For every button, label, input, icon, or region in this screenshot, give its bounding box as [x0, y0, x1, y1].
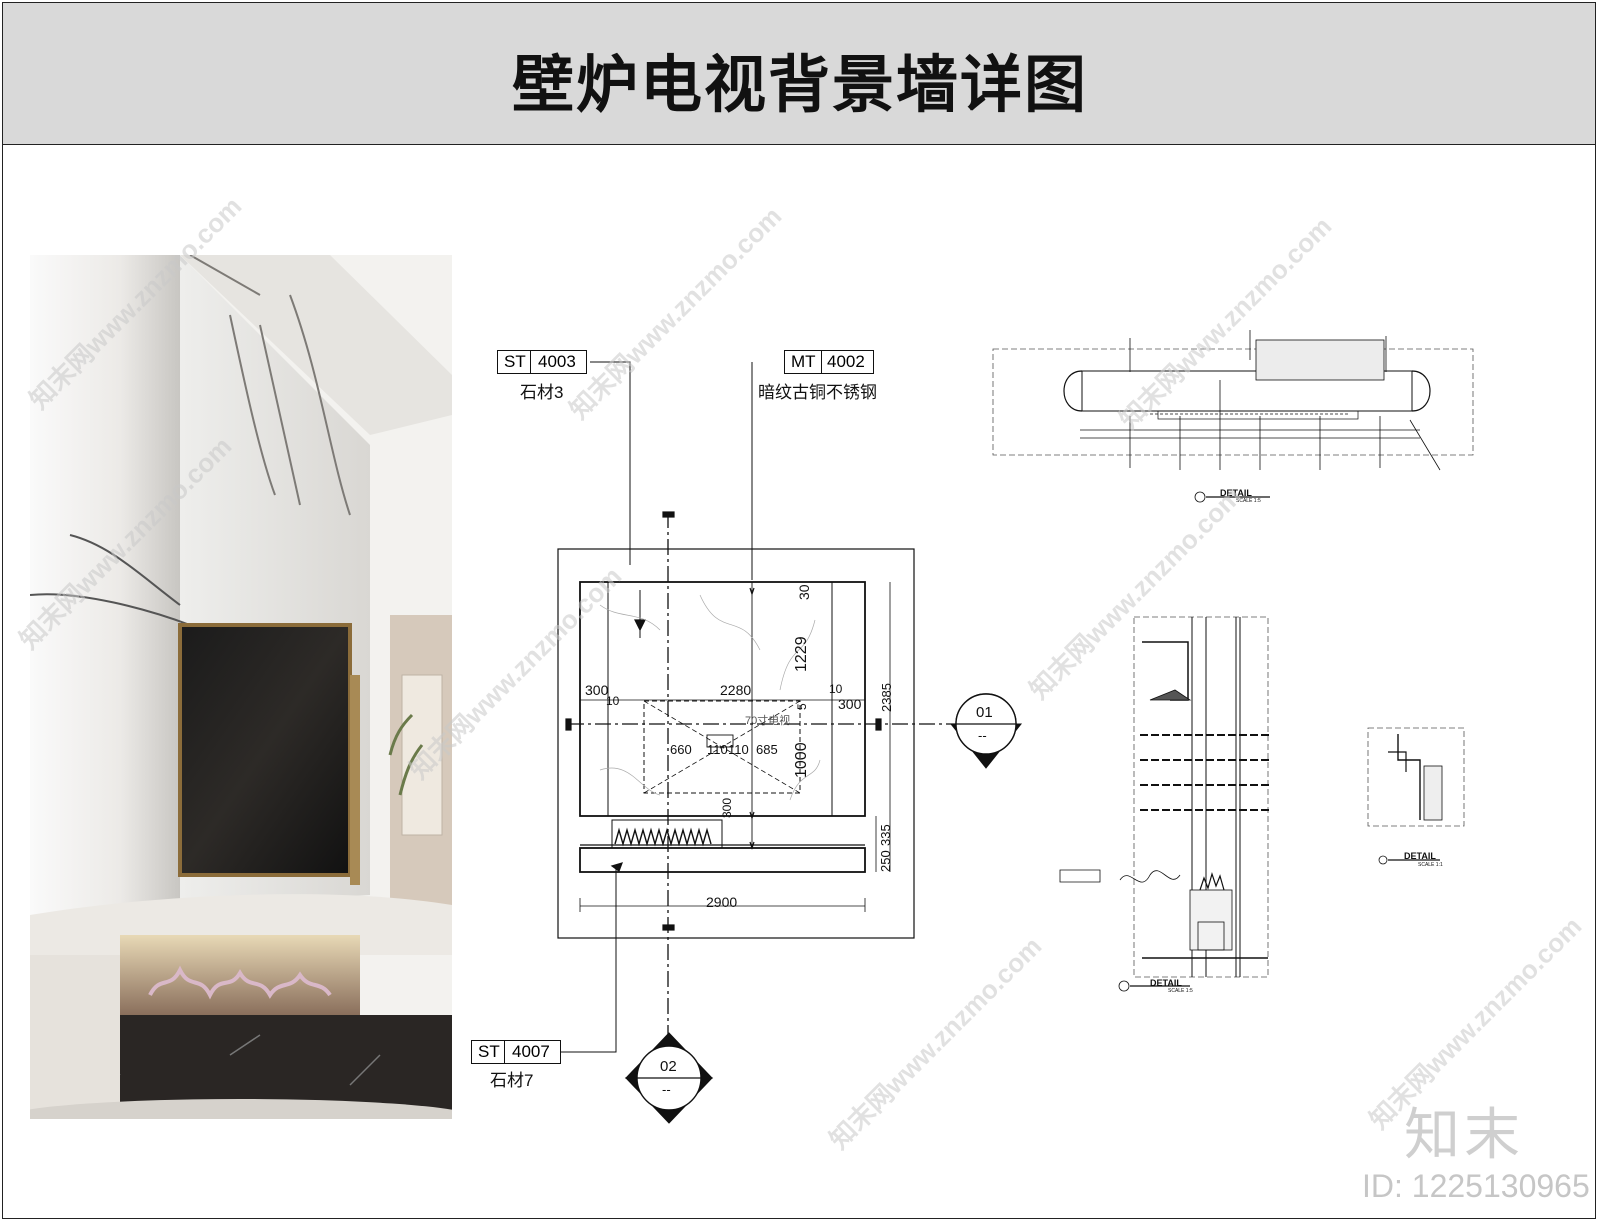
dim-660: 660 — [670, 742, 692, 757]
dim-2385: 2385 — [879, 683, 894, 712]
tag-st4003: ST 4003 — [497, 350, 587, 374]
reference-photo — [30, 255, 452, 1119]
dim-2900: 2900 — [706, 894, 738, 910]
section-marker-02 — [624, 1032, 714, 1124]
dim-10-right: 10 — [829, 682, 843, 696]
dim-685: 685 — [756, 742, 778, 757]
tag-divider — [530, 350, 531, 374]
dim-300-right: 300 — [838, 696, 862, 712]
dim-5: 5 — [795, 703, 809, 710]
elevation-drawing — [557, 361, 1000, 1105]
dim-1000: 1000 — [793, 742, 810, 778]
tag-mt4002: MT 4002 — [784, 350, 874, 374]
detail-1-drawing — [992, 330, 1474, 503]
tag-st4003-label: 石材3 — [520, 383, 564, 402]
dim-1229: 1229 — [793, 636, 810, 672]
dim-10-left: 10 — [606, 694, 620, 708]
detail-2-label: DETAIL — [1150, 978, 1182, 988]
section-01-number: 01 — [976, 704, 993, 721]
detail-2-scale: SCALE 1:5 — [1168, 988, 1193, 994]
dim-300-left: 300 — [585, 682, 609, 698]
brand-logo: 知末 — [1404, 1103, 1524, 1168]
dim-335: 335 — [878, 824, 893, 846]
tag-mt4002-label: 暗纹古铜不锈钢 — [758, 383, 877, 402]
detail-3-drawing — [1367, 727, 1465, 865]
section-marker-01 — [949, 693, 1023, 769]
title-bar — [3, 3, 1595, 145]
dim-30: 30 — [796, 584, 812, 600]
dim-250: 250 — [878, 850, 893, 872]
detail-2-drawing — [1059, 616, 1270, 992]
tag-divider — [821, 350, 822, 374]
tag-divider — [504, 1040, 505, 1064]
detail-1-scale: SCALE 1:5 — [1236, 498, 1261, 504]
tag-st4007-label: 石材7 — [490, 1071, 534, 1090]
id-text: ID: 1225130965 — [1362, 1168, 1590, 1204]
dim-300-low: 300 — [720, 797, 734, 818]
page-title: 壁炉电视背景墙详图 — [511, 48, 1088, 121]
detail-3-label: DETAIL — [1404, 851, 1436, 861]
detail-1-label: DETAIL — [1220, 488, 1252, 498]
tag-st4007: ST 4007 — [471, 1040, 561, 1064]
section-02-number: 02 — [660, 1058, 677, 1075]
dim-110-b: 110 — [728, 742, 749, 757]
dim-2280: 2280 — [720, 682, 752, 698]
dim-110-a: 110 — [707, 742, 728, 757]
tv-label: 70寸电视 — [745, 715, 791, 727]
detail-3-scale: SCALE 1:1 — [1418, 862, 1443, 868]
section-02-sub: -- — [662, 1082, 671, 1097]
section-01-sub: -- — [978, 728, 987, 743]
